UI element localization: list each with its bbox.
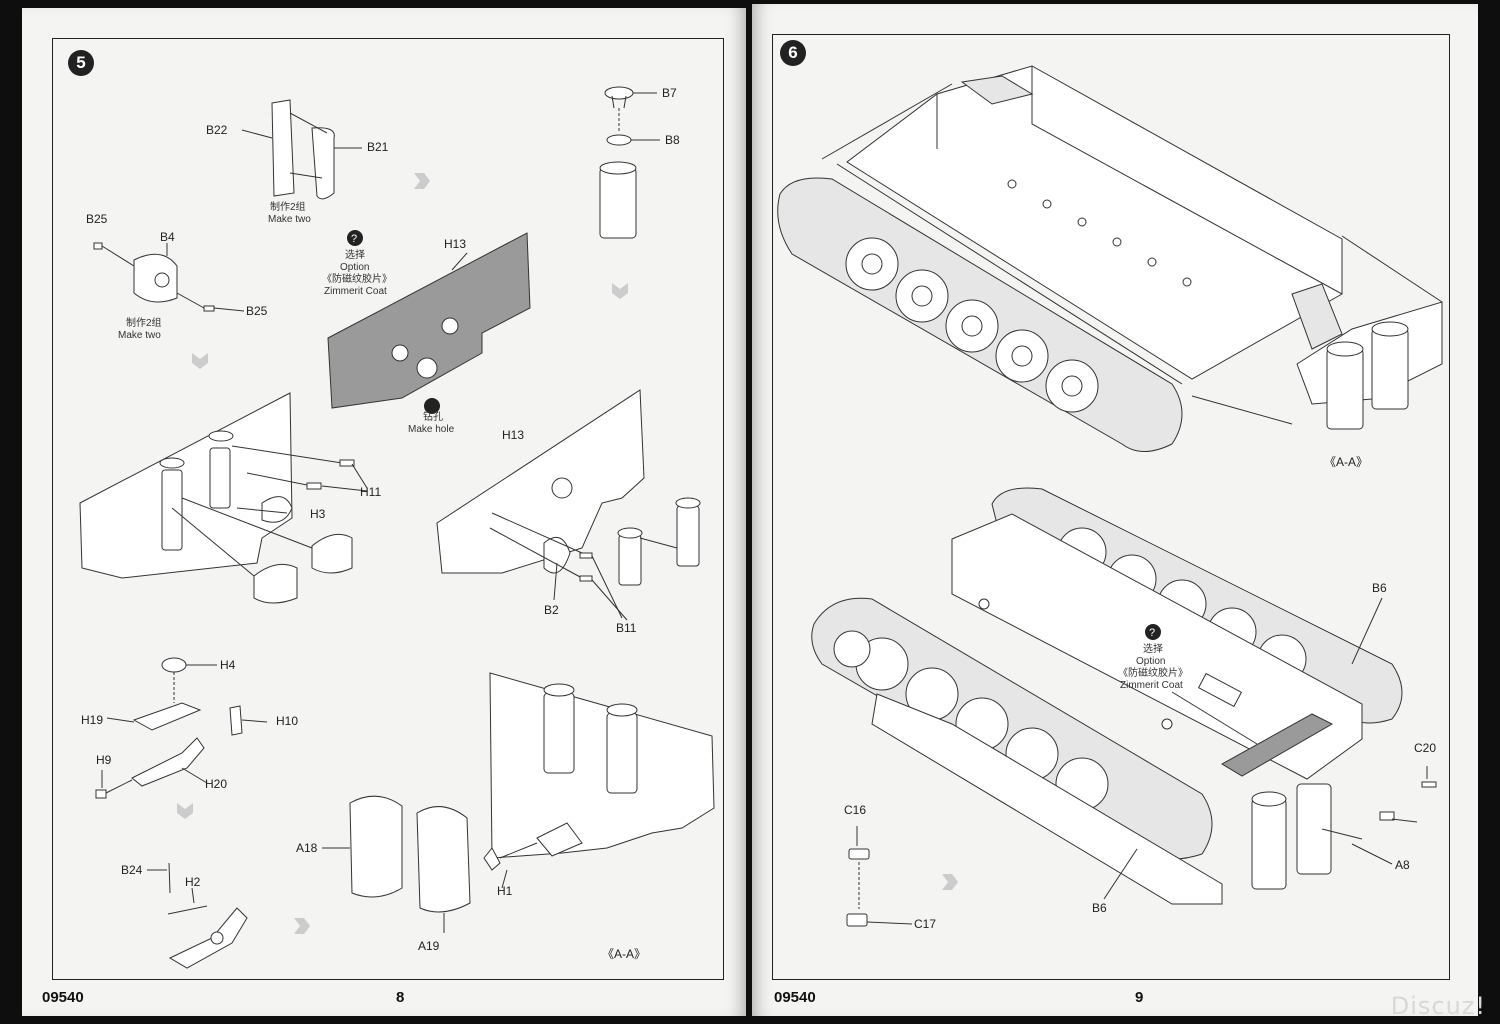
product-code-left: 09540 — [42, 989, 84, 1006]
lower-hull-assembly — [811, 487, 1437, 905]
label-c20: C20 — [1414, 741, 1436, 755]
part-b7-b8: B7 B8 — [599, 86, 680, 239]
label-h2: H2 — [185, 875, 201, 889]
label-b25-bottom: B25 — [246, 304, 268, 318]
part-h4-h19-h20: H4 H19 H10 H9 H20 — [81, 657, 298, 799]
label-b24: B24 — [121, 863, 143, 877]
label-b6-top: B6 — [1372, 581, 1387, 595]
option-icon — [347, 230, 363, 246]
note-zimmerit-en-right: Zimmerit Coat — [1120, 680, 1183, 691]
note-zimmerit-en: Zimmerit Coat — [324, 286, 387, 297]
flow-arrows-right — [942, 874, 958, 890]
label-h10: H10 — [276, 714, 298, 728]
label-b6-bottom: B6 — [1092, 901, 1107, 915]
label-b25-top: B25 — [86, 212, 108, 226]
label-h13-top: H13 — [444, 237, 466, 251]
note-make-two-2-en: Make two — [118, 330, 161, 341]
right-page: 6 — [752, 4, 1478, 1016]
note-hole-en: Make hole — [408, 424, 455, 435]
note-option-cn-right: 选择 — [1143, 642, 1163, 655]
step-5-drawing: B22 B21 制作2组 Make two B7 B8 — [79, 86, 715, 969]
flow-arrows-left — [177, 173, 628, 934]
note-hole-cn: 钻孔 — [423, 410, 443, 423]
upper-section-aa: 《A-A》 — [1296, 301, 1443, 469]
part-h13-b2-b11-assembly: H13 B2 B11 — [436, 389, 701, 635]
note-make-two-2-cn: 制作2组 — [126, 316, 162, 329]
part-b21-b22: B22 B21 制作2组 Make two — [206, 99, 389, 225]
right-page-frame — [772, 34, 1450, 980]
zimmerit-note-right: ? 选择 Option 《防磁纹胶片》 Zimmerit Coat — [1118, 624, 1258, 745]
make-hole-icon — [424, 398, 440, 414]
note-option-en: Option — [340, 262, 369, 273]
track-upper — [777, 177, 1183, 452]
note-make-two-1-cn: 制作2组 — [270, 200, 306, 213]
label-h11: H11 — [360, 485, 381, 499]
watermark: Discuz! — [1390, 992, 1486, 1020]
label-c17: C17 — [914, 917, 936, 931]
part-b24-h2: B24 H2 — [121, 862, 248, 969]
left-page: 5 B22 B21 制作2组 Make two B7 B8 — [22, 8, 746, 1016]
page-number-right: 9 — [1135, 989, 1144, 1006]
label-a19: A19 — [418, 939, 440, 953]
label-a18: A18 — [296, 841, 318, 855]
label-b8: B8 — [665, 133, 680, 147]
svg-text:?: ? — [351, 233, 357, 245]
label-h4: H4 — [220, 658, 236, 672]
part-h11-h3-assembly: H11 H3 — [79, 392, 381, 604]
note-option-en-right: Option — [1136, 656, 1165, 667]
step-number-5: 5 — [68, 50, 94, 76]
label-h9: H9 — [96, 753, 112, 767]
label-h19: H19 — [81, 713, 103, 727]
label-b4: B4 — [160, 230, 175, 244]
part-c16-c17 — [846, 826, 913, 927]
part-h13-zimmerit: ? 选择 Option 《防磁纹胶片》 Zimmerit Coat H13 钻孔… — [322, 230, 531, 435]
label-b2: B2 — [544, 603, 559, 617]
note-zimmerit-cn: 《防磁纹胶片》 — [322, 272, 392, 285]
note-make-two-1-en: Make two — [268, 214, 311, 225]
left-page-frame — [52, 38, 724, 980]
label-b7: B7 — [662, 86, 677, 100]
label-section-aa-right: 《A-A》 — [1324, 455, 1368, 469]
label-h13-bottom: H13 — [502, 428, 524, 442]
label-b21: B21 — [367, 140, 389, 154]
part-b4-b25: B25 B4 B25 制作2组 Make two — [86, 212, 268, 341]
label-h20: H20 — [205, 777, 227, 791]
part-a18-a19-h1-section: A18 A19 H1 《A-A》 — [296, 672, 715, 961]
step-6-drawing: 《A-A》 — [777, 65, 1443, 931]
label-c16: C16 — [844, 803, 866, 817]
label-a8: A8 — [1395, 858, 1410, 872]
svg-text:?: ? — [1149, 627, 1155, 639]
upper-hull-assembly — [777, 65, 1443, 452]
label-b22: B22 — [206, 123, 228, 137]
step-number-6: 6 — [780, 40, 806, 66]
note-option-cn: 选择 — [345, 248, 365, 261]
page-number-left: 8 — [396, 989, 405, 1006]
label-h1: H1 — [497, 884, 513, 898]
label-section-aa-left: 《A-A》 — [602, 947, 646, 961]
option-icon-right — [1145, 624, 1161, 640]
label-h3: H3 — [310, 507, 326, 521]
label-b11: B11 — [616, 621, 637, 635]
note-zimmerit-cn-right: 《防磁纹胶片》 — [1118, 666, 1188, 679]
product-code-right: 09540 — [774, 989, 816, 1006]
